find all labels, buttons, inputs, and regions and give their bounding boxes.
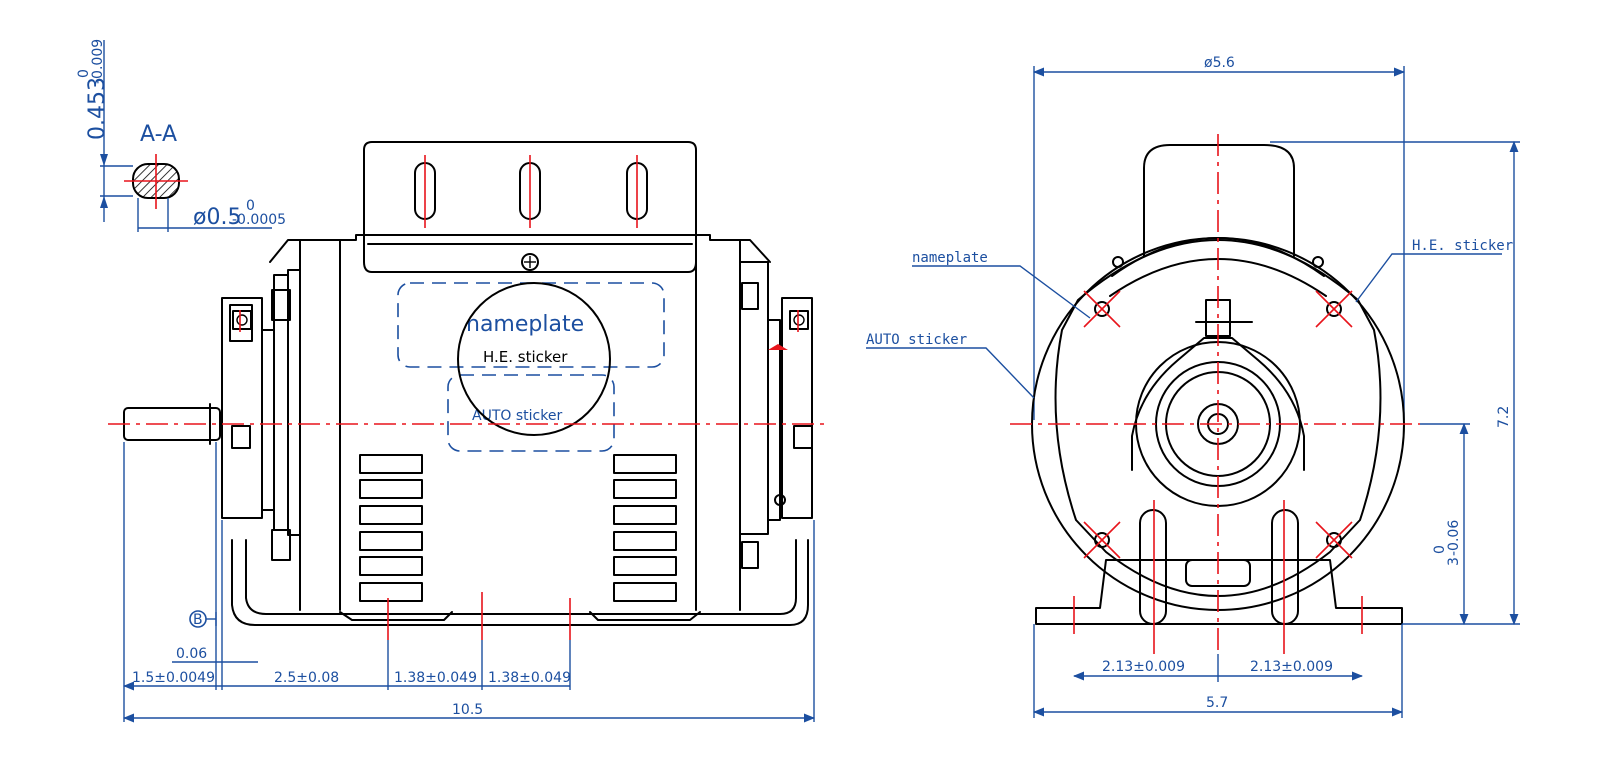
bore-tol-lower: -0.0005: [232, 212, 286, 228]
end-view: ø5.6: [866, 55, 1520, 718]
rear-end-bell: [739, 261, 769, 535]
end-nameplate-label: nameplate: [912, 250, 988, 266]
shaft-dia-value: 0.453: [85, 77, 110, 140]
bore-tol-upper: 0: [246, 198, 255, 214]
section-title: A-A: [140, 122, 177, 147]
end-he-sticker-label: H.E. sticker: [1412, 238, 1513, 254]
side-view: nameplate AUTO sticker H.E. sticker B 0.…: [108, 141, 830, 723]
shaft-tol-upper: 0: [76, 69, 92, 78]
dim-slot-2: 1.38±0.049: [488, 670, 571, 686]
bore-dimension: ø0.5: [193, 205, 241, 230]
box-screw-icon: [521, 253, 539, 271]
screw-icon: [232, 310, 252, 330]
end-auto-sticker-label: AUTO sticker: [866, 332, 967, 348]
terminal-box: [1143, 144, 1295, 257]
dim-height: 7.2: [1496, 406, 1512, 428]
motor-base: [231, 539, 809, 626]
bolt-icon: [1094, 256, 1342, 548]
dim-shaft-height-tol-lower: -0.06: [1446, 520, 1462, 556]
he-sticker-label: H.E. sticker: [483, 348, 568, 366]
dim-hole-right: 2.13±0.009: [1250, 659, 1333, 675]
junction-box: [363, 141, 697, 273]
dim-shaft-height: 3: [1446, 557, 1462, 566]
dim-overall-length: 10.5: [452, 702, 483, 718]
datum-b-letter: B: [193, 612, 203, 628]
dim-slot-1: 1.38±0.049: [394, 670, 477, 686]
vent-slots-left: [359, 454, 423, 602]
base-plate: [1035, 559, 1403, 625]
auto-sticker-label: AUTO sticker: [472, 408, 562, 424]
runout-value: 0.06: [176, 646, 207, 662]
front-end-bell: [221, 297, 263, 519]
section-a-a: A-A 0.453 0 -0.009 ø0.5 0 -0.0005: [76, 39, 286, 232]
auto-sticker-area: [447, 374, 615, 452]
vent-slots-right: [613, 454, 677, 602]
dim-hole-left: 2.13±0.009: [1102, 659, 1185, 675]
he-sticker-circle: [457, 282, 611, 436]
dim-diameter: ø5.6: [1204, 55, 1235, 71]
nameplate-label: nameplate: [466, 312, 584, 337]
dim-base-offset: 2.5±0.08: [274, 670, 339, 686]
shaft-tol-lower: -0.009: [90, 39, 106, 84]
dim-base-width: 5.7: [1206, 695, 1228, 711]
dim-shaft-length: 1.5±0.0049: [132, 670, 215, 686]
dim-shaft-height-tol-upper: 0: [1432, 545, 1448, 554]
